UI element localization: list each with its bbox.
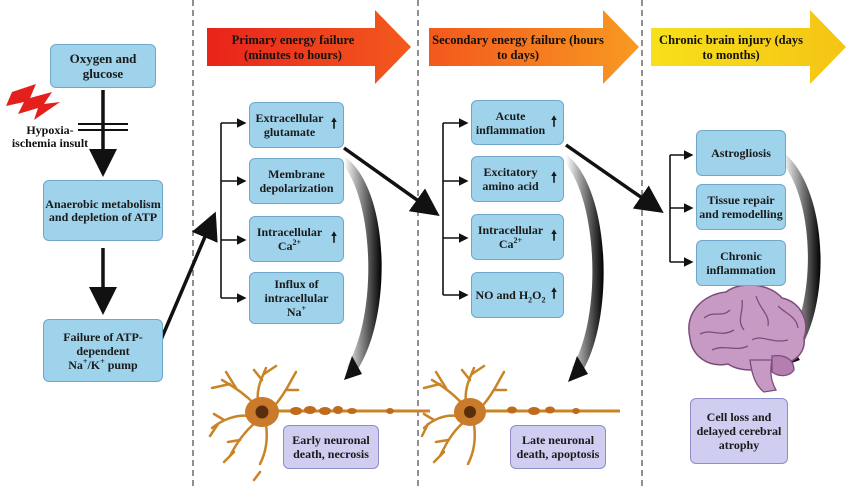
early-neuronal-death-label: Early neuronal death, necrosis: [292, 433, 370, 461]
tissue-repair-box: Tissue repair and remodelling: [696, 184, 786, 230]
chronic-phase-subtitle: (days to months): [702, 33, 803, 62]
anaerobic-metabolism-box: Anaerobic metabolism and depletion of AT…: [43, 180, 163, 241]
anaerobic-metabolism-label: Anaerobic metabolism and depletion of AT…: [45, 196, 161, 224]
neuron-illustration-early: [208, 364, 430, 482]
secondary-bracket: [442, 118, 469, 300]
astrogliosis-label: Astrogliosis: [711, 146, 771, 160]
acute-inflammation-box: Acute inflammation 🠕: [471, 100, 564, 145]
secondary-phase-label: Secondary energy failure (hours to days): [432, 33, 604, 63]
oxygen-glucose-label: Oxygen and glucose: [69, 51, 137, 81]
secondary-phase-title: Secondary energy failure: [432, 33, 566, 47]
chronic-phase-title: Chronic brain injury: [659, 33, 772, 47]
primary-phase-banner: [207, 10, 411, 84]
oxygen-glucose-box: Oxygen and glucose: [50, 44, 156, 88]
hypoxia-ischemia-label: Hypoxia-ischemia insult: [11, 123, 89, 150]
chronic-inflammation-box: Chronic inflammation: [696, 240, 786, 286]
increase-arrow-icon: 🠕: [550, 229, 557, 244]
early-neuronal-death-box: Early neuronal death, necrosis: [283, 425, 379, 469]
cell-loss-atrophy-label: Cell loss and delayed cerebral atrophy: [696, 410, 782, 452]
membrane-depolarization-label: Membrane depolarization: [259, 167, 334, 195]
brain-illustration: [688, 284, 807, 393]
extracellular-glutamate-box: Extracellular glutamate 🠕: [249, 102, 344, 148]
late-neuronal-death-box: Late neuronal death, apoptosis: [510, 425, 606, 469]
neuron-illustration-late: [420, 364, 620, 466]
acute-inflammation-label: Acute inflammation: [475, 108, 546, 137]
chronic-bracket: [669, 150, 694, 267]
excitatory-amino-acid-label: Excitatory amino acid: [482, 165, 539, 193]
left-flow-arrows: [78, 90, 218, 343]
phase-dividers: [192, 0, 643, 486]
increase-arrow-icon: 🠕: [330, 231, 337, 246]
no-h2o2-box: NO and H2O2 🠕: [471, 272, 564, 318]
secondary-phase-banner: [429, 10, 639, 84]
extracellular-glutamate-label: Extracellular glutamate: [255, 111, 324, 139]
phase-transition-arrows: [342, 143, 664, 217]
increase-arrow-icon: 🠕: [550, 114, 557, 130]
chronic-inflammation-label: Chronic inflammation: [706, 249, 776, 277]
membrane-depolarization-box: Membrane depolarization: [249, 158, 344, 204]
primary-bracket: [220, 118, 247, 303]
increase-arrow-icon: 🠕: [330, 117, 337, 132]
primary-phase-subtitle: (minutes to hours): [244, 48, 342, 62]
chronic-phase-label: Chronic brain injury (days to months): [654, 33, 808, 63]
primary-curved-arrow: [344, 156, 382, 372]
atp-pump-failure-box: Failure of ATP- dependent Na+/K+ pump: [43, 319, 163, 382]
excitatory-amino-acid-box: Excitatory amino acid 🠕: [471, 156, 564, 202]
increase-arrow-icon: 🠕: [550, 171, 557, 186]
chronic-phase-banner: [651, 10, 846, 84]
chronic-curved-arrow: [783, 152, 821, 358]
secondary-phase-subtitle: (hours to days): [496, 33, 604, 62]
cell-loss-atrophy-box: Cell loss and delayed cerebral atrophy: [690, 398, 788, 464]
increase-arrow-icon: 🠕: [550, 287, 557, 302]
secondary-curved-arrow: [566, 154, 604, 372]
late-neuronal-death-label: Late neuronal death, apoptosis: [516, 433, 600, 461]
astrogliosis-box: Astrogliosis: [696, 130, 786, 176]
lightning-icon: [6, 84, 60, 120]
primary-phase-title: Primary energy failure: [231, 33, 355, 47]
primary-phase-label: Primary energy failure (minutes to hours…: [214, 33, 372, 63]
tissue-repair-label: Tissue repair and remodelling: [699, 193, 783, 221]
